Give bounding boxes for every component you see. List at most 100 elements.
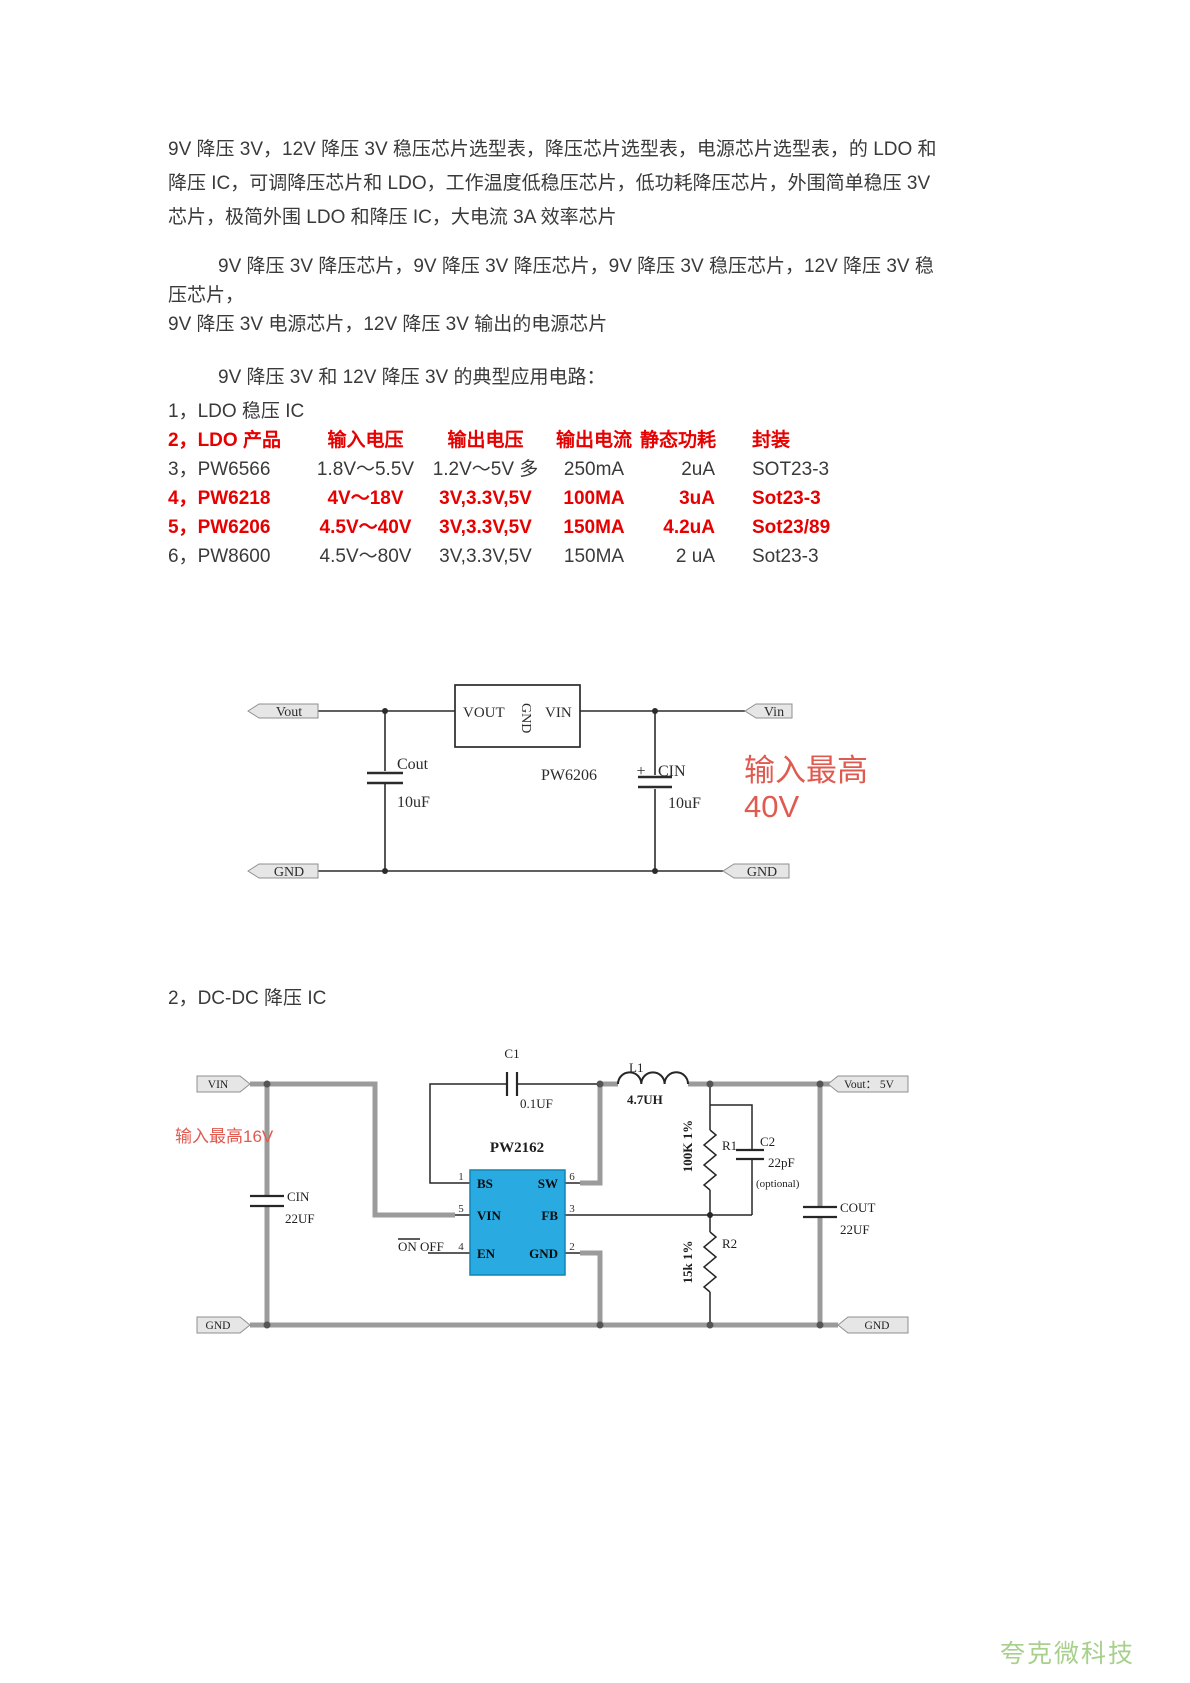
r2-ref-label: R2 <box>722 1236 737 1251</box>
cin-ref-label: CIN <box>287 1189 310 1204</box>
cin-value-label: 10uF <box>668 795 701 812</box>
cell-input-voltage: 4V～18V <box>327 488 404 509</box>
cell-quiescent-current: 4.2uA <box>663 517 715 538</box>
text-line: 9V 降压 3V 降压芯片，9V 降压 3V 降压芯片，9V 降压 3V 稳压芯… <box>218 256 934 277</box>
pin-number-1: 1 <box>458 1171 464 1183</box>
max-input-note-line1: 输入最高 <box>744 753 868 788</box>
cell-output-voltage: 3V,3.3V,5V <box>439 517 532 538</box>
header-output-current: 输出电流 <box>555 430 632 451</box>
cell-package: Sot23-3 <box>752 488 821 509</box>
cell-input-voltage: 1.8V～5.5V <box>316 459 415 480</box>
c2-optional-note: (optional) <box>756 1178 800 1190</box>
gnd-net-tag-right <box>837 1316 909 1334</box>
ldo-section-item: 1，LDO 稳压 IC <box>168 401 305 422</box>
pin-number-2: 2 <box>569 1241 575 1253</box>
watermark-text: 夸克微科技 <box>1000 1640 1136 1668</box>
gnd-tag-label-right: GND <box>865 1320 890 1332</box>
cout-value-label: 10uF <box>397 794 430 811</box>
gnd-net-tag-left <box>196 1316 251 1334</box>
header-package: 封装 <box>752 430 791 451</box>
table-row: 3，PW6566 1.8V～5.5V 1.2V～5V 多 250mA 2uA S… <box>168 455 830 484</box>
intro-paragraph: 9V 降压 3V，12V 降压 3V 稳压芯片选型表，降压芯片选型表，电源芯片选… <box>168 133 937 235</box>
r2-value-label: 15k 1% <box>680 1241 695 1284</box>
cell-input-voltage: 4.5V～80V <box>319 546 412 567</box>
keywords-paragraph: 9V 降压 3V 降压芯片，9V 降压 3V 降压芯片，9V 降压 3V 稳压芯… <box>168 252 934 339</box>
pin-number-5: 5 <box>458 1203 464 1215</box>
ic-pin-vout-label: VOUT <box>463 705 505 721</box>
table-row: 6，PW8600 4.5V～80V 3V,3.3V,5V 150MA 2 uA … <box>168 542 830 571</box>
r1-ref-label: R1 <box>722 1138 737 1153</box>
cout-ref-label: COUT <box>840 1200 875 1215</box>
max-input-note-line2: 40V <box>744 789 799 824</box>
ldo-application-circuit: Vout Vin GND GND VOUT VIN GND PW6206 Cou… <box>247 684 868 880</box>
text-line: 9V 降压 3V 电源芯片，12V 降压 3V 输出的电源芯片 <box>168 314 608 335</box>
cell-output-voltage: 3V,3.3V,5V <box>439 488 532 509</box>
text-line: 压芯片， <box>168 285 245 306</box>
pin-bs-label: BS <box>477 1176 493 1191</box>
pin-en-label: EN <box>477 1246 496 1261</box>
gnd-tag-label-left: GND <box>274 865 304 880</box>
vin-tag-label: VIN <box>208 1079 229 1091</box>
header-product: 2，LDO 产品 <box>168 430 281 451</box>
cell-product: 3，PW6566 <box>168 459 271 480</box>
buck-ic-body <box>469 1169 566 1276</box>
c2-capacitor-symbol <box>736 1148 764 1161</box>
cell-output-voltage: 1.2V～5V 多 <box>432 459 539 480</box>
cell-product: 4，PW6218 <box>168 488 271 509</box>
text-line: 9V 降压 3V，12V 降压 3V 稳压芯片选型表，降压芯片选型表，电源芯片选… <box>168 139 937 160</box>
gnd-net-tag-left <box>247 863 319 879</box>
cin-capacitor-symbol <box>250 1194 284 1208</box>
output-capacitor-symbol <box>367 771 403 785</box>
l1-value-label: 4.7UH <box>627 1092 663 1107</box>
cell-output-current: 150MA <box>563 546 625 567</box>
header-quiescent-current: 静态功耗 <box>640 430 717 451</box>
text-line: 降压 IC，可调降压芯片和 LDO，工作温度低稳压芯片，低功耗降压芯片，外围简单… <box>168 173 931 194</box>
vout-net-tag <box>247 703 319 719</box>
cell-package: Sot23-3 <box>752 546 819 567</box>
cell-output-current: 250mA <box>563 459 625 480</box>
chip-part-number: PW2162 <box>490 1140 544 1156</box>
inductor-symbol <box>617 1071 689 1085</box>
vout-net-tag <box>827 1075 909 1093</box>
c2-value-label: 22pF <box>768 1155 795 1170</box>
ic-part-number: PW6206 <box>541 767 597 784</box>
cell-input-voltage: 4.5V～40V <box>319 517 412 538</box>
circuit2-junction-dots <box>263 1080 824 1329</box>
c1-value-label: 0.1UF <box>520 1096 553 1111</box>
cin-polarity-plus: + <box>636 763 645 780</box>
ic-pin-vin-label: VIN <box>545 705 572 721</box>
pin-number-4: 4 <box>458 1241 464 1253</box>
r2-resistor-symbol <box>702 1231 718 1293</box>
enable-switch-label: ON OFF <box>398 1239 444 1254</box>
r1-value-label: 100K 1% <box>680 1120 695 1172</box>
cell-product: 6，PW8600 <box>168 546 271 567</box>
cin-ref-label: CIN <box>658 763 686 780</box>
pin-fb-label: FB <box>541 1208 558 1223</box>
pin-number-3: 3 <box>569 1203 575 1215</box>
vin-net-tag <box>196 1075 251 1093</box>
pin-number-6: 6 <box>569 1171 575 1183</box>
pin-gnd-label: GND <box>529 1246 558 1261</box>
header-output-voltage: 输出电压 <box>447 430 524 451</box>
cout-ref-label: Cout <box>397 756 429 773</box>
c2-ref-label: C2 <box>760 1134 775 1149</box>
vin-net-tag <box>744 703 793 719</box>
vout-tag-label: Vout： 5V <box>844 1079 895 1091</box>
cell-product: 5，PW6206 <box>168 517 271 538</box>
ic-pin-gnd-label: GND <box>518 703 533 733</box>
ldo-selection-table: 1，LDO 稳压 IC 2，LDO 产品 输入电压 输出电压 输出电流 静态功耗… <box>168 397 830 571</box>
circuit1-wires <box>318 708 745 874</box>
gnd-tag-label-right: GND <box>747 865 777 880</box>
pin-vin-label: VIN <box>477 1208 501 1223</box>
application-intro-line: 9V 降压 3V 和 12V 降压 3V 的典型应用电路： <box>218 367 606 388</box>
cell-package: Sot23/89 <box>752 517 831 538</box>
cout-value-label: 22UF <box>840 1222 870 1237</box>
cell-quiescent-current: 2 uA <box>675 546 715 567</box>
input-capacitor-symbol <box>638 775 672 789</box>
table-row: 4，PW6218 4V～18V 3V,3.3V,5V 100MA 3uA Sot… <box>168 484 830 513</box>
text-line: 芯片，极简外围 LDO 和降压 IC，大电流 3A 效率芯片 <box>168 207 617 228</box>
dcdc-application-circuit: VIN Vout： 5V GND GND PW2162 BS SW VIN FB… <box>175 1046 909 1334</box>
cell-package: SOT23-3 <box>752 459 830 480</box>
r1-resistor-symbol <box>702 1129 718 1191</box>
